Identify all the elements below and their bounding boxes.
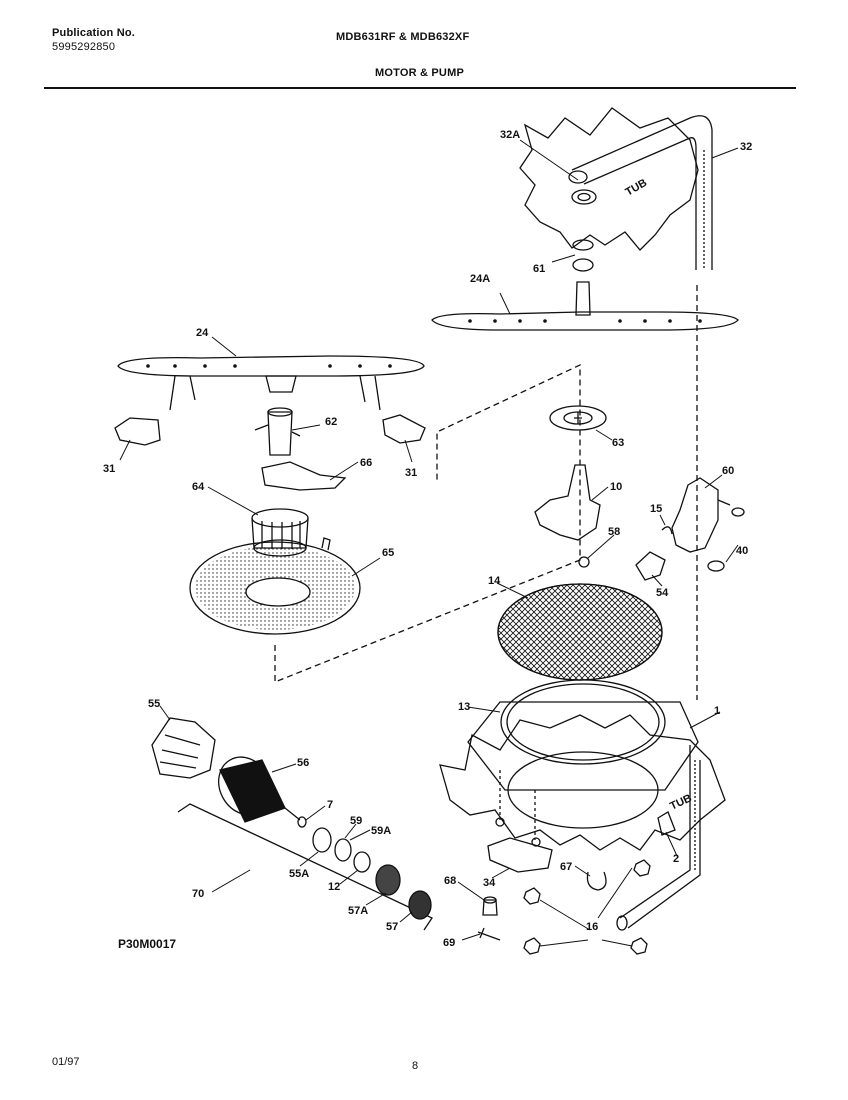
hex-nut-1 xyxy=(523,887,541,905)
section-title: MOTOR & PUMP xyxy=(375,67,464,79)
callout-62: 62 xyxy=(325,416,337,428)
impeller xyxy=(353,851,371,873)
seal-spring xyxy=(334,838,352,862)
arm-bracket-right xyxy=(382,414,426,444)
sump-gasket xyxy=(500,679,666,765)
callout-69: 69 xyxy=(443,937,455,949)
hex-nut-4 xyxy=(633,859,651,877)
callout-40: 40 xyxy=(736,545,748,557)
drain-impeller xyxy=(261,461,347,491)
hose-clamp xyxy=(586,871,607,891)
upper-spray-arm xyxy=(431,311,739,331)
header-rule xyxy=(44,87,796,89)
motor xyxy=(218,756,301,823)
pump-impeller xyxy=(408,890,432,920)
valve-grommet xyxy=(707,560,725,572)
motor-assembly-bracket xyxy=(177,803,433,931)
callout-55a: 55A xyxy=(289,868,309,880)
center-tube xyxy=(267,411,293,456)
hose-fitting xyxy=(635,551,666,581)
hex-nut-3 xyxy=(630,937,648,955)
publication-label: Publication No. xyxy=(52,27,136,39)
callout-65: 65 xyxy=(382,547,394,559)
callout-60: 60 xyxy=(722,465,734,477)
shaft-seal xyxy=(312,827,332,853)
callout-24: 24 xyxy=(196,327,209,339)
callout-67: 67 xyxy=(560,861,572,873)
upper-arm-hub xyxy=(575,281,591,316)
callout-1: 1 xyxy=(714,705,720,717)
hex-nut-2 xyxy=(523,937,541,955)
sump-frame xyxy=(467,701,699,791)
wash-tube xyxy=(571,115,713,270)
callout-2: 2 xyxy=(673,853,679,865)
water-valve xyxy=(671,477,719,553)
drain-screw xyxy=(477,927,501,941)
callout-59: 59 xyxy=(350,815,362,827)
callout-16: 16 xyxy=(586,921,598,933)
callout-32a: 32A xyxy=(500,129,520,141)
callout-54: 54 xyxy=(656,587,669,599)
tube-end xyxy=(568,170,588,184)
callout-12: 12 xyxy=(328,881,340,893)
callout-64: 64 xyxy=(192,481,205,493)
callout-61: 61 xyxy=(533,263,545,275)
wash-impeller xyxy=(375,864,401,896)
callout-57: 57 xyxy=(386,921,398,933)
arm-bracket-left xyxy=(114,417,161,446)
callout-58: 58 xyxy=(608,526,620,538)
lower-arm-hub xyxy=(265,375,297,393)
motor-shaft-washer xyxy=(297,816,307,828)
callout-24a: 24A xyxy=(470,273,490,285)
pump-housing xyxy=(534,464,601,541)
callout-15: 15 xyxy=(650,503,662,515)
pump-cover xyxy=(549,405,607,431)
callout-13: 13 xyxy=(458,701,470,713)
page-number: 8 xyxy=(412,1060,419,1072)
callout-55: 55 xyxy=(148,698,160,710)
publication-number: 5995292850 xyxy=(52,41,116,53)
mounting-plate xyxy=(487,837,553,873)
motor-bracket xyxy=(151,717,216,779)
callout-7: 7 xyxy=(327,799,333,811)
valve-clip xyxy=(661,526,673,535)
callout-70: 70 xyxy=(192,888,204,900)
callout-66: 66 xyxy=(360,457,372,469)
tub-label-top: TUB xyxy=(624,177,650,199)
sump-bowl xyxy=(507,751,659,829)
drain-cap xyxy=(482,899,498,916)
model-numbers: MDB631RF & MDB632XF xyxy=(336,31,470,43)
assembly-line-left xyxy=(274,363,581,683)
callout-10: 10 xyxy=(610,481,622,493)
callout-34: 34 xyxy=(483,877,496,889)
check-ball xyxy=(578,556,590,568)
footer-date: 01/97 xyxy=(52,1056,80,1068)
callout-32: 32 xyxy=(740,141,752,153)
fill-tube xyxy=(619,745,701,929)
tube-seal xyxy=(571,189,597,205)
valve-ring xyxy=(731,507,745,517)
callout-labels: 32A 32 61 24A 24 62 63 66 31 31 64 10 60… xyxy=(103,129,752,949)
callout-31-right: 31 xyxy=(405,467,417,479)
figure-code: P30M0017 xyxy=(118,937,177,951)
upper-arm-holes xyxy=(468,319,702,323)
callout-59a: 59A xyxy=(371,825,391,837)
tub-cutaway-bottom xyxy=(439,714,726,851)
filter-screen xyxy=(189,537,361,635)
arm-nut xyxy=(572,239,594,251)
callout-14: 14 xyxy=(488,575,501,587)
lower-arm-holes xyxy=(146,364,392,368)
callout-63: 63 xyxy=(612,437,624,449)
callout-68: 68 xyxy=(444,875,456,887)
callout-57a: 57A xyxy=(348,905,368,917)
lower-spray-arm xyxy=(117,355,425,377)
callout-56: 56 xyxy=(297,757,309,769)
tube-clip xyxy=(657,811,676,836)
tub-cutaway-top xyxy=(519,107,699,251)
mesh-filter xyxy=(497,583,663,681)
callout-31-left: 31 xyxy=(103,463,115,475)
